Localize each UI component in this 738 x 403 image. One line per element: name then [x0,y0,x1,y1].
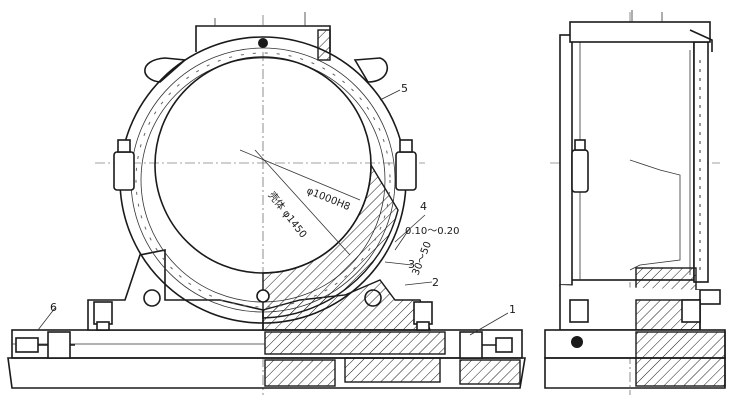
locating-pin [256,289,270,303]
clearance-label: 0.10～0.20 [405,226,460,237]
side-view [544,10,726,395]
right-ear [353,57,389,83]
foundation-bolt-right [413,301,433,331]
pedestal-hole-right [364,289,382,307]
callout-1: 1 [509,303,516,316]
left-ear [144,57,187,83]
callout-2: 2 [432,276,439,289]
top-oil-hole [258,38,268,48]
callout-5: 5 [401,82,408,95]
anchor-bolt-right [459,331,513,359]
callout-3: 3 [408,258,415,271]
left-side-bolt [113,139,135,191]
right-side-bolt [395,139,417,191]
anchor-bolt-left [15,331,75,359]
base-plate [7,329,526,389]
pedestal [87,249,431,331]
side-view-bolt-head [571,336,583,348]
callout-6: 6 [50,301,57,314]
shell-diameter-label: 壳体 φ1450 [266,189,310,241]
pedestal-hole-left [143,289,161,307]
foundation-bolt-left [93,301,113,331]
bore-diameter-label: φ1000H8 [305,186,352,213]
front-view: φ1000H8 壳体 φ1450 0.10～0.20 30～50 5 4 3 2… [7,12,526,395]
callout-4: 4 [420,200,427,213]
